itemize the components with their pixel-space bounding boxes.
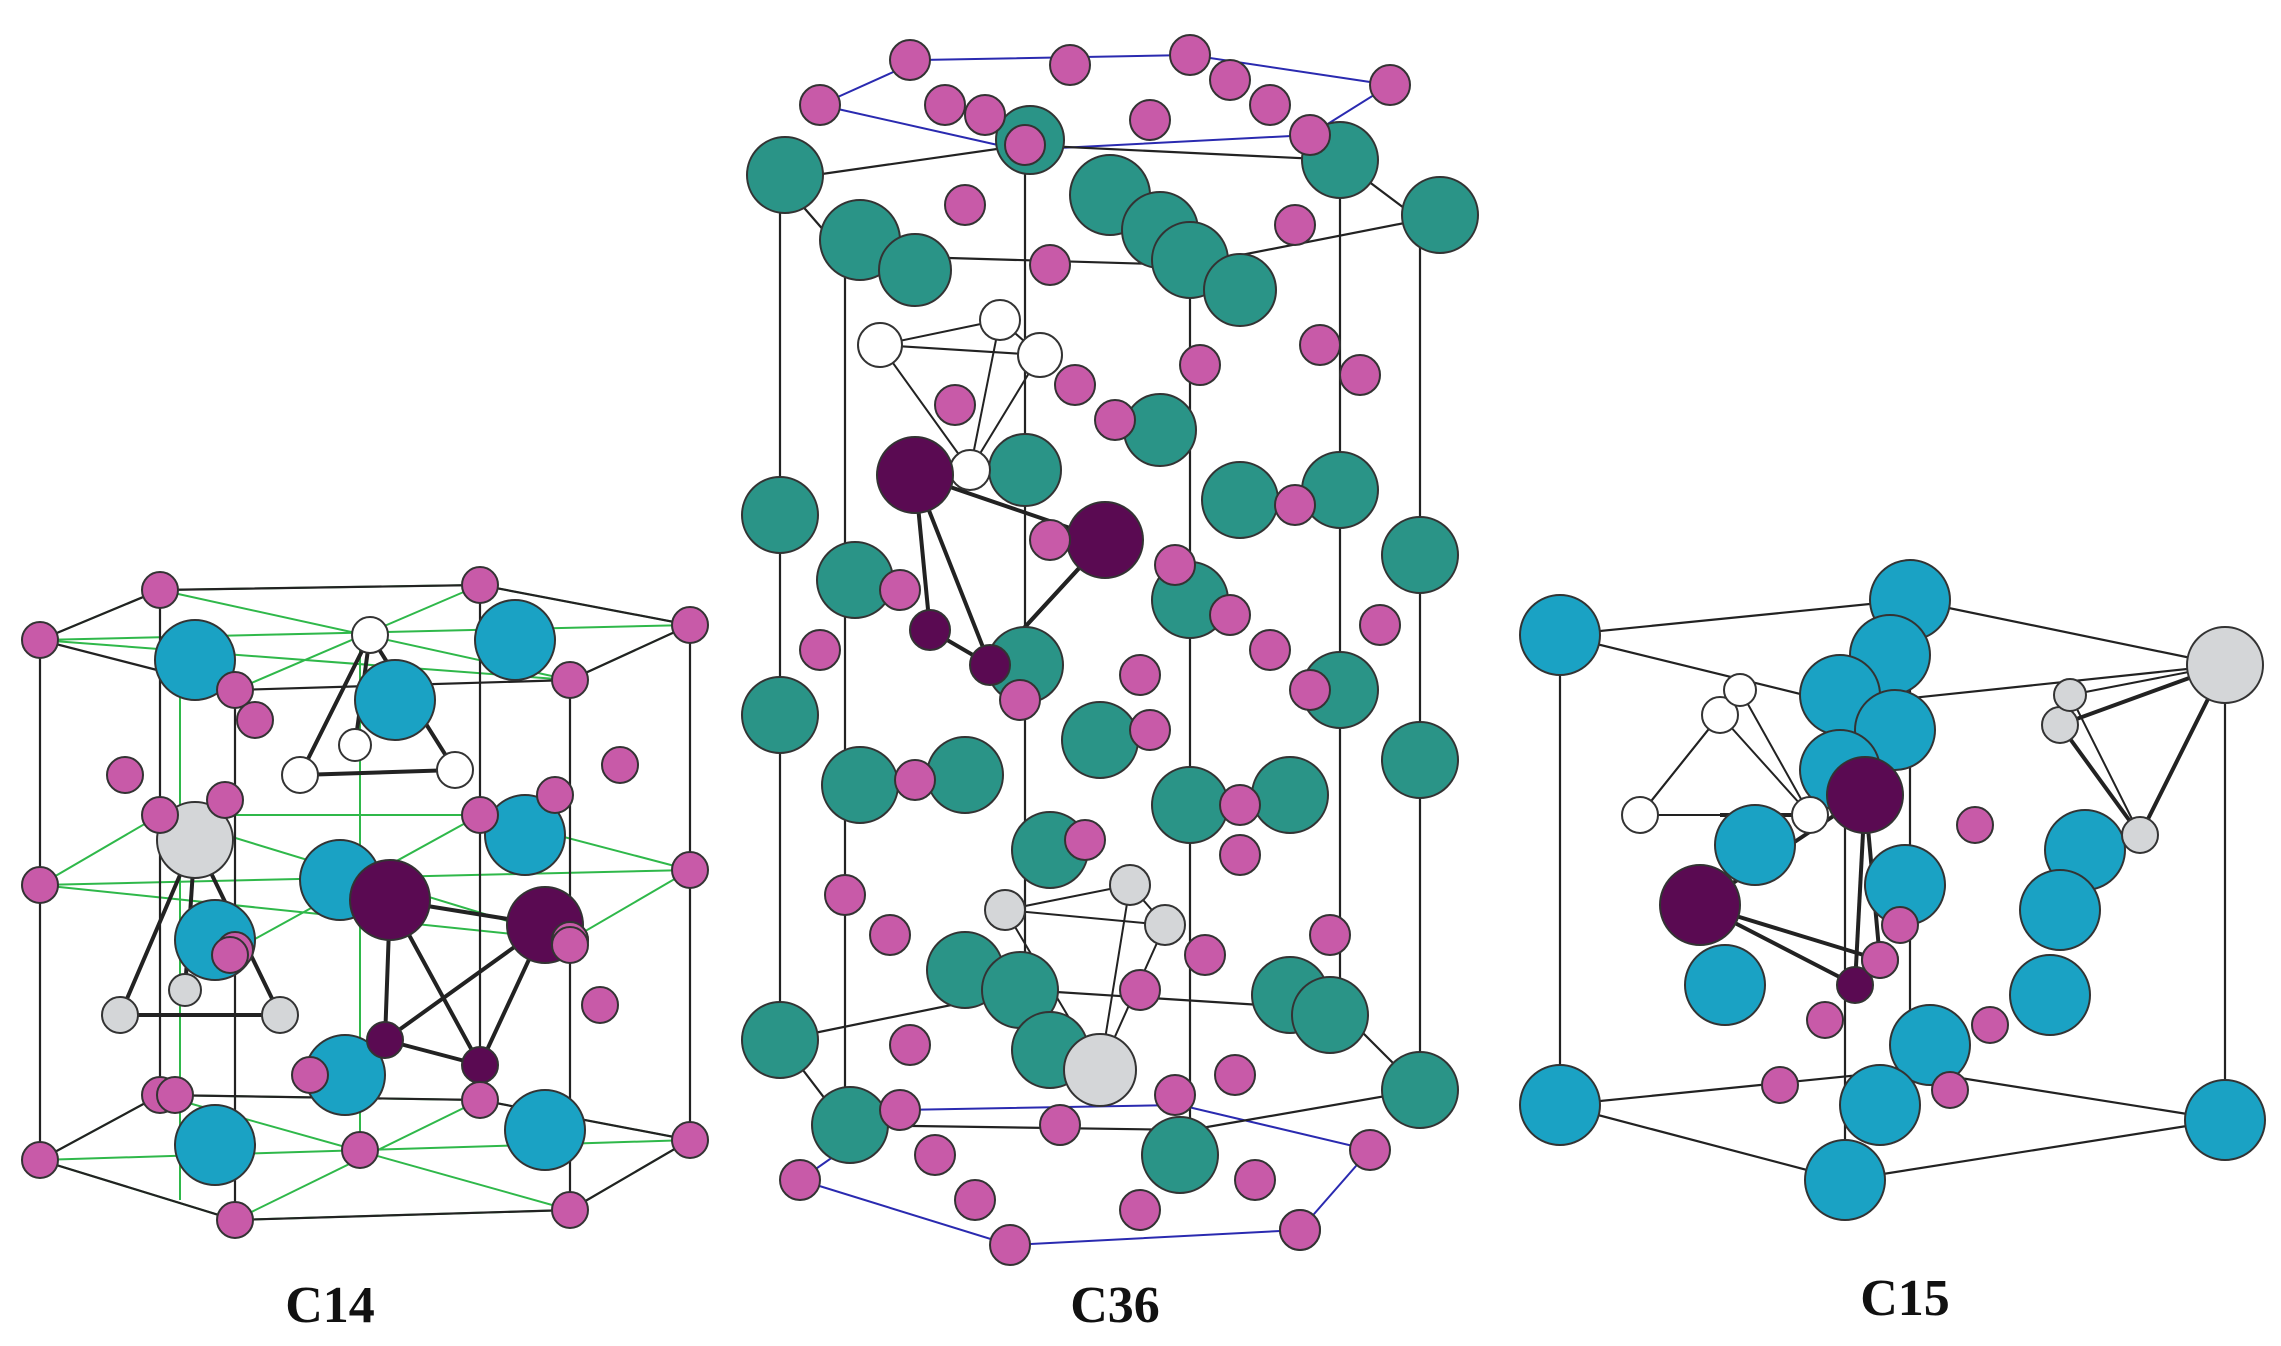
c15-atom-white	[1791, 796, 1829, 834]
c36-atom-gray	[1063, 1033, 1137, 1107]
c36-atom-purple	[909, 609, 951, 651]
c15-atom-gray	[2041, 706, 2079, 744]
c36-atom-white	[857, 322, 903, 368]
c15-atom-white	[1701, 696, 1739, 734]
c15-atom-gray	[2121, 816, 2159, 854]
c14-atom-cyan	[504, 1089, 586, 1171]
c36-label: C36	[1070, 1277, 1160, 1334]
c15-structure	[1519, 559, 2266, 1221]
c15-atom-purple	[1836, 966, 1874, 1004]
c14-atom-cyan	[154, 619, 236, 701]
c36-teal-atoms	[741, 105, 1479, 1194]
c36-atom-white	[1017, 332, 1063, 378]
c14-atoms	[21, 566, 709, 1239]
c15-atom-purple	[1659, 864, 1741, 946]
c14-label: C14	[285, 1277, 375, 1334]
c14-atom-purple	[461, 1046, 499, 1084]
c14-atom-cyan	[474, 599, 556, 681]
c36-atom-gray	[984, 889, 1026, 931]
c14-atom-gray	[261, 996, 299, 1034]
c14-atom-gray	[101, 996, 139, 1034]
c36-atoms	[741, 34, 1479, 1266]
c36-atom-white	[949, 449, 991, 491]
c36-pink-atoms	[779, 34, 1411, 1266]
c15-cyan-atoms	[1519, 559, 2266, 1221]
c14-atom-white	[281, 756, 319, 794]
c36-atom-gray	[1144, 904, 1186, 946]
c15-atom-white	[1621, 796, 1659, 834]
c15-label: C15	[1860, 1270, 1950, 1327]
c14-atom-white	[351, 616, 389, 654]
c15-atom-gray	[2053, 678, 2087, 712]
c15-atom-purple	[1826, 756, 1904, 834]
c36-structure	[741, 34, 1479, 1266]
c14-atom-cyan	[354, 659, 436, 741]
c36-atom-purple	[876, 436, 954, 514]
c14-atom-white	[436, 751, 474, 789]
c36-atom-purple	[969, 644, 1011, 686]
c14-atom-cyan	[484, 794, 566, 876]
c36-atom-gray	[1109, 864, 1151, 906]
c36-atom-white	[979, 299, 1021, 341]
c15-atoms	[1519, 559, 2266, 1221]
c14-structure	[21, 566, 709, 1239]
c14-atom-purple	[349, 859, 431, 941]
c14-atom-gray	[168, 973, 202, 1007]
c14-atom-purple	[366, 1021, 404, 1059]
c36-atom-purple	[1066, 501, 1144, 579]
c14-pink-atoms	[21, 566, 709, 1239]
c14-atom-white	[338, 728, 372, 762]
c14-atom-cyan	[174, 1104, 256, 1186]
c15-pink-atoms	[1761, 806, 2009, 1109]
c15-atom-white	[1723, 673, 1757, 707]
c15-atom-gray	[2186, 626, 2264, 704]
